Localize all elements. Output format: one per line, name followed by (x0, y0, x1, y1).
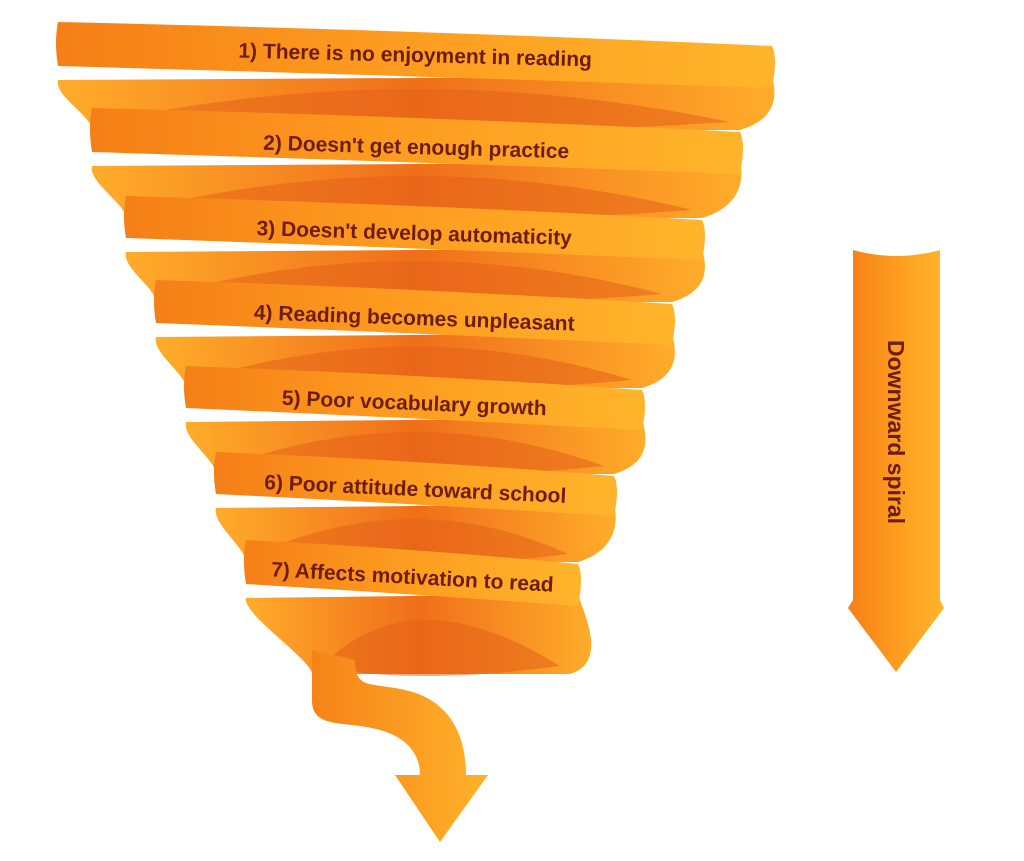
step-band-2: 2) Doesn't get enough practice (90, 108, 743, 174)
step-band-3-shape (124, 196, 705, 260)
step-band-5-shape (184, 366, 645, 430)
step-band-7-shape (244, 540, 581, 606)
downward-spiral-label: Downward spiral (883, 340, 909, 524)
step-band-1: 1) There is no enjoyment in reading (56, 22, 775, 88)
downward-spiral-arrow: Downward spiral (848, 250, 944, 672)
spiral-tail (312, 650, 488, 842)
step-band-3: 3) Doesn't develop automaticity (124, 196, 705, 260)
spiral-tail-arrow (312, 650, 488, 842)
step-band-1-shape (56, 22, 775, 88)
step-band-6-shape (214, 452, 617, 516)
step-band-2-shape (90, 108, 743, 174)
down-arrow-shape (848, 250, 944, 672)
step-band-4-shape (154, 280, 675, 345)
spiral-inner-shadow (322, 620, 560, 676)
step-band-7: 7) Affects motivation to read (244, 540, 581, 606)
